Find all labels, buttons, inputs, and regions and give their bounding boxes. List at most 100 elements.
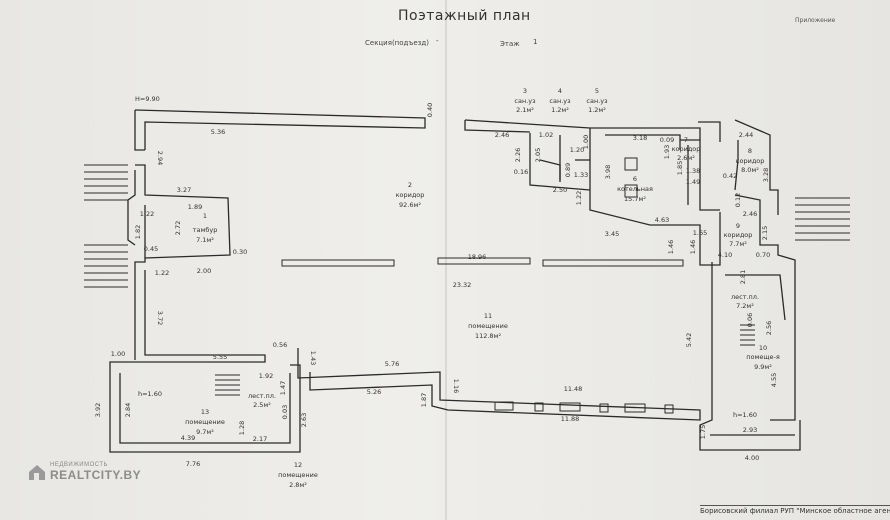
dimension-labels: 5.36 0.40 2.94 3.27 1.89 1.22 1.82 2.72 … [94,103,778,468]
dim: 1.28 [238,421,246,435]
dim: 1.87 [420,393,428,407]
room-11-name: помещение [468,322,508,330]
room-11-area: 112.8м² [475,332,502,340]
dim: 3.92 [94,403,102,417]
dim: 2.56 [765,321,773,335]
room-5-area: 1.2м² [588,106,606,114]
wall-lines [109,109,801,453]
dim: 18.96 [468,253,487,261]
room-13-name: помещение [185,418,225,426]
dim: 4.39 [181,434,195,442]
dim: 2.15 [761,226,769,240]
dim: 3.28 [762,168,770,182]
stairs-right [795,197,850,241]
room-4-area: 1.2м² [551,106,569,114]
room-5-num: 5 [595,87,599,95]
dim: 1.47 [279,381,287,395]
dim: 2.81 [739,270,747,284]
dim: 2.00 [197,267,211,275]
dim: 2.05 [534,148,542,162]
dim: 5.42 [685,333,693,347]
paper-fold [445,0,447,520]
dim: 0.70 [756,251,770,259]
dim: 0.03 [281,405,289,419]
dim: 1.89 [188,203,202,211]
room-2-name: коридор [396,191,425,199]
room-9-area: 7.7м² [729,240,747,248]
dim: 2.50 [553,186,567,194]
dim: 0.06 [746,313,754,327]
room-7-area: 2.6м² [677,154,695,162]
room-9-num: 9 [736,222,740,230]
dim: 5.26 [367,388,381,396]
dim: 1.75 [699,425,707,439]
room-7-num: 7 [684,136,688,144]
room-11-num: 11 [484,312,492,320]
dim: 1.33 [574,171,588,179]
room-3-num: 3 [523,87,527,95]
dim: 11.48 [564,385,583,393]
dim: 1.65 [693,229,707,237]
dim: 4.55 [770,373,778,387]
room-6-num: 6 [633,175,637,183]
stairs-left [84,164,128,288]
stair-landing-2-name: лест.пл. [731,293,759,301]
dim: 3.18 [633,134,647,142]
room-12-num: 12 [294,461,302,469]
dim: 4.10 [718,251,732,259]
dim: 1.49 [686,178,700,186]
dim: 5.55 [213,353,227,361]
dim: 0.40 [426,103,434,117]
dim: h=1.60 [138,390,162,398]
dim: 2.72 [174,221,182,235]
room-3-area: 2.1м² [516,106,534,114]
room-6-area: 15.7м² [624,195,646,203]
dim: 2.63 [300,413,308,427]
dim: 2.94 [156,151,164,165]
dim: 1.93 [663,145,671,159]
dim: 3.98 [604,165,612,179]
room-1-area: 7.1м² [196,236,214,244]
dim: 2.26 [514,148,522,162]
dim: 1.22 [140,210,154,218]
dim: 11.88 [561,415,580,423]
dim: 2.93 [743,426,757,434]
dim: 4.63 [655,216,669,224]
room-13-num: 13 [201,408,209,416]
dim: 3.45 [605,230,619,238]
dim: 0.09 [660,136,674,144]
dim: 5.36 [211,128,225,136]
dim: 3.72 [156,311,164,325]
dim: 2.46 [495,131,509,139]
room-6-name: котельная [617,185,653,193]
room-7-name: коридор [672,145,701,153]
height-mark: H=9.90 [135,95,160,103]
dim: 0.89 [564,163,572,177]
dim: 1.43 [309,351,317,365]
dim: 1.46 [689,240,697,254]
room-8-area: 8.0м² [741,166,759,174]
dim: 2.46 [743,210,757,218]
dim: 0.56 [273,341,287,349]
dim: 0.42 [723,172,737,180]
top-left-wall [134,109,426,150]
dim: 0.16 [514,168,528,176]
realtcity-watermark: НЕДВИЖИМОСТЬ REALTCITY.BY [28,462,141,482]
room-10-area: 9.9м² [754,363,772,371]
room-10-name: помеще-я [746,353,780,361]
dim: 1.22 [575,191,583,205]
dim: 1.85 [676,161,684,175]
dim: 2.84 [124,403,132,417]
dim: h=1.60 [733,411,757,419]
dim: 0.30 [233,248,247,256]
dim: 7.76 [186,460,200,468]
dim: 1.46 [667,240,675,254]
appendix-note: Приложение [795,17,836,24]
stair-landing-1-name: лест.пл. [248,392,276,400]
floor-label: Этаж [500,40,520,48]
room-1-name: тамбур [193,226,218,234]
dim: 2.44 [739,131,753,139]
dim: 2.17 [253,435,267,443]
